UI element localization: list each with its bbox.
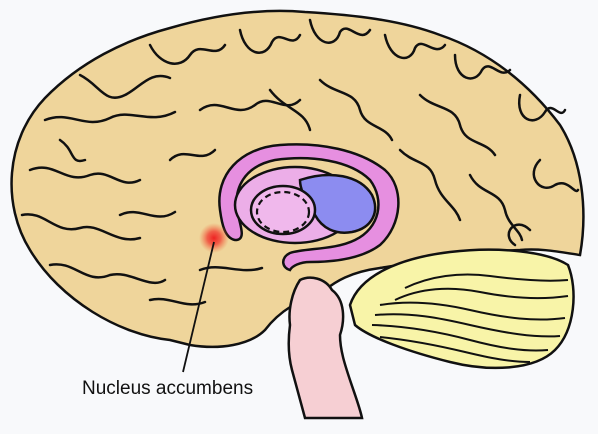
nucleus-accumbens-label: Nucleus accumbens xyxy=(82,378,254,399)
brainstem xyxy=(287,276,364,420)
thalamus-dashed-outline xyxy=(255,190,311,234)
label-leader-line xyxy=(182,241,215,373)
cerebellum-folia xyxy=(371,273,569,363)
sulci-lines xyxy=(20,18,580,306)
nucleus-accumbens-marker xyxy=(199,223,229,253)
thalamus xyxy=(249,184,317,236)
